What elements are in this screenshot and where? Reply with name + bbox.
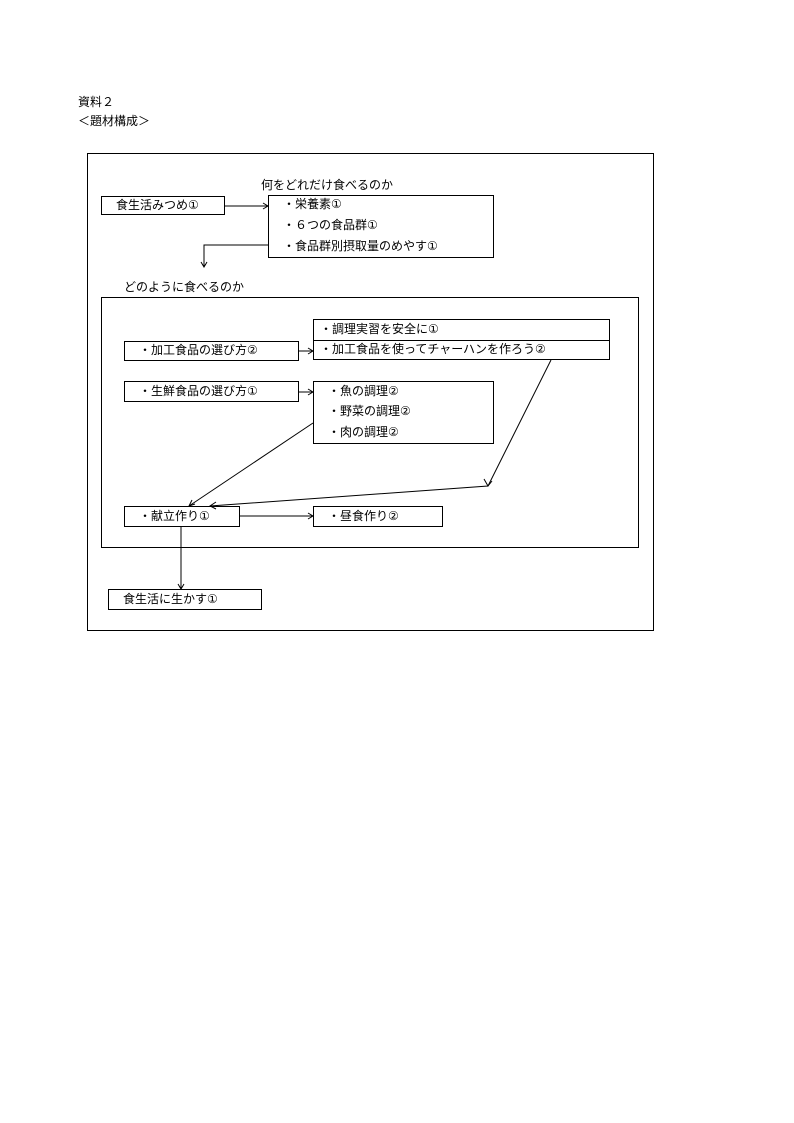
processed-food-box: ・加工食品の選び方② xyxy=(124,341,299,361)
processed-food-label: ・加工食品の選び方② xyxy=(139,343,258,357)
arrowhead xyxy=(177,583,185,590)
arrow-nutrition-to-inner xyxy=(203,244,268,267)
arrowhead xyxy=(307,388,314,396)
inner-heading: どのように食べるのか xyxy=(124,280,245,294)
fresh-food-label: ・生鮮食品の選び方① xyxy=(139,384,258,398)
arrowhead xyxy=(188,499,196,507)
row-divider xyxy=(314,340,609,341)
list-item: ・調理実習を安全に① xyxy=(320,322,439,336)
list-item: ・肉の調理② xyxy=(328,425,399,439)
arrowhead xyxy=(209,501,217,510)
start-box-label: 食生活みつめ① xyxy=(116,198,199,212)
arrowhead xyxy=(200,261,208,268)
arrowhead xyxy=(307,512,314,520)
lunch-making-box: ・昼食作り② xyxy=(313,506,443,527)
start-box: 食生活みつめ① xyxy=(101,196,225,215)
list-item: ・食品群別摂取量のめやす① xyxy=(283,239,438,253)
arrowhead xyxy=(262,202,269,210)
section-title: ＜題材構成＞ xyxy=(78,114,151,128)
cooking-practice-box: ・調理実習を安全に① ・加工食品を使ってチャーハンを作ろう② xyxy=(313,319,610,360)
end-box-label: 食生活に生かす① xyxy=(123,592,218,606)
arrowhead xyxy=(483,478,493,487)
list-item: ・野菜の調理② xyxy=(328,404,411,418)
arrow-fresh-cooking-to-menu xyxy=(188,422,314,507)
upper-heading: 何をどれだけ食べるのか xyxy=(261,178,394,192)
list-item: ・魚の調理② xyxy=(328,384,399,398)
arrowhead xyxy=(307,347,314,355)
end-box: 食生活に生かす① xyxy=(108,589,262,610)
fresh-cooking-list-box: ・魚の調理② ・野菜の調理② ・肉の調理② xyxy=(313,381,494,444)
lunch-making-label: ・昼食作り② xyxy=(328,509,399,523)
list-item: ・６つの食品群① xyxy=(283,218,378,232)
menu-planning-box: ・献立作り① xyxy=(124,506,240,527)
list-item: ・栄養素① xyxy=(283,197,342,211)
menu-planning-label: ・献立作り① xyxy=(139,509,210,523)
list-item: ・加工食品を使ってチャーハンを作ろう② xyxy=(320,342,546,356)
document-label: 資料２ xyxy=(78,95,115,109)
arrow-cooking-to-menu xyxy=(209,359,552,507)
fresh-food-box: ・生鮮食品の選び方① xyxy=(124,381,299,402)
nutrition-list-box: ・栄養素① ・６つの食品群① ・食品群別摂取量のめやす① xyxy=(268,195,494,258)
